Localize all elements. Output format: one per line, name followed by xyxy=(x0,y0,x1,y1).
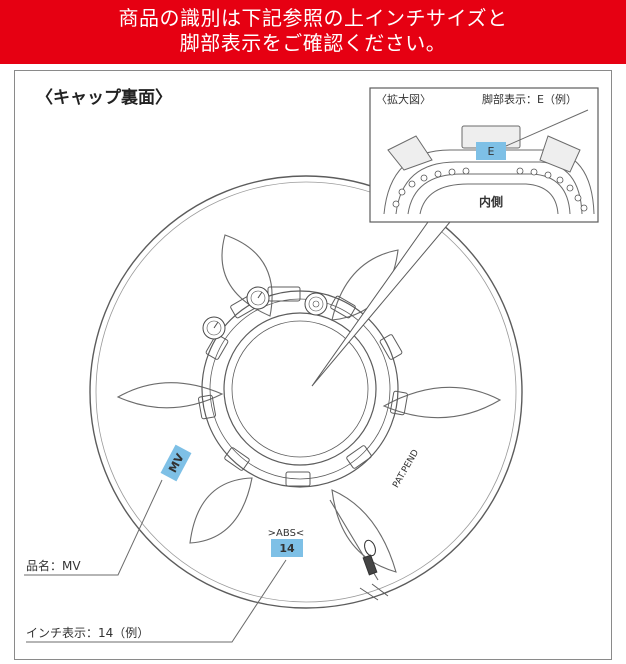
rib-bottom-right xyxy=(331,489,397,573)
cap-outer-rim xyxy=(89,175,523,609)
dial-icons xyxy=(202,286,328,340)
inset-leg-leader xyxy=(505,109,589,147)
section-title: 〈キャップ裏面〉 xyxy=(36,88,172,108)
notice-line-2: 脚部表示をご確認ください。 xyxy=(179,31,447,55)
inch-code-text: 14 xyxy=(279,542,295,555)
inset-hub-arc xyxy=(383,149,595,215)
rib-top xyxy=(221,234,273,317)
inset-title: 〈拡大図〉 xyxy=(376,92,431,106)
rib-bottom-left xyxy=(189,477,253,544)
rib-left xyxy=(116,382,224,409)
rib-right xyxy=(382,386,502,419)
inch-code-label xyxy=(271,539,303,557)
inset-rivets xyxy=(392,167,588,212)
dial-left-icon xyxy=(202,316,226,340)
cap-inner-rim xyxy=(95,181,517,603)
cap-ribs xyxy=(116,234,502,581)
inset-leg-label: 脚部表示：E（例） xyxy=(482,92,577,106)
notice-line-1: 商品の識別は下記参照の上インチサイズと xyxy=(118,6,508,30)
inset-leg-code: E xyxy=(488,145,495,158)
inset-inner-label: 内側 xyxy=(479,194,503,209)
abs-mark-text: >ABS< xyxy=(268,528,305,539)
inset-leg-code-box xyxy=(476,142,506,160)
product-name-callout: 品名：MV xyxy=(26,558,81,573)
rim-notch xyxy=(359,583,389,601)
product-code-label: MV xyxy=(160,444,192,482)
product-name-leader xyxy=(24,479,163,576)
inset-enlarged-view: 〈拡大図〉 脚部表示：E（例） E 内側 xyxy=(369,87,599,223)
inch-display-callout: インチ表示：14（例） xyxy=(26,626,149,640)
valve-stem-icon xyxy=(362,539,378,576)
dial-right-icon xyxy=(304,292,328,316)
dial-center-icon xyxy=(246,286,270,310)
notice-banner: 商品の識別は下記参照の上インチサイズと 脚部表示をご確認ください。 xyxy=(0,0,626,64)
cap-hub xyxy=(198,286,408,488)
inch-display-leader xyxy=(26,559,287,643)
